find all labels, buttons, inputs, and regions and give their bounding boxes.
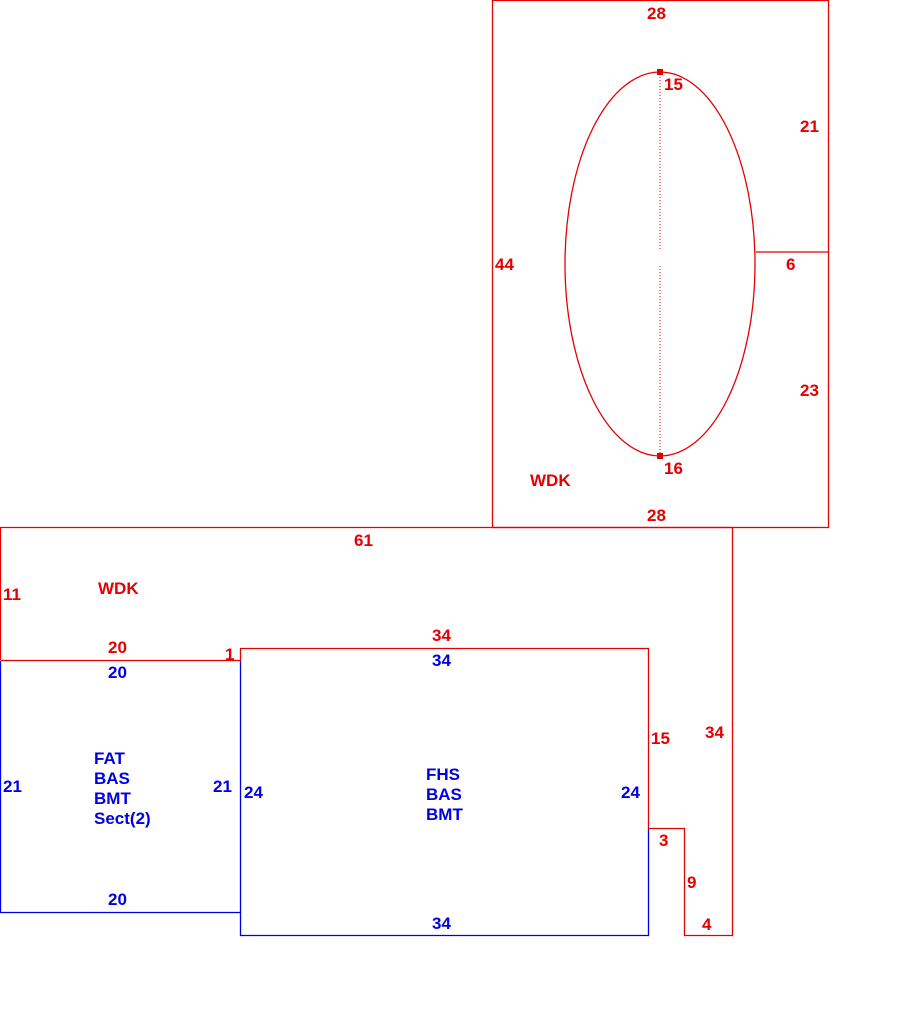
area-code: BAS bbox=[94, 769, 130, 788]
dim-label: 4 bbox=[702, 915, 712, 934]
area-code: BMT bbox=[426, 805, 463, 824]
dim-label: 24 bbox=[621, 783, 640, 802]
dim-label: 11 bbox=[3, 585, 21, 604]
dim-label: 23 bbox=[800, 381, 819, 400]
upper-deck[interactable]: 28 28 44 21 23 6 15 16 WDK bbox=[491, 0, 830, 529]
dim-label: 1 bbox=[225, 645, 234, 664]
dim-label: 34 bbox=[432, 651, 451, 670]
dim-label: 20 bbox=[108, 890, 127, 909]
area-fat-outline bbox=[0, 661, 242, 914]
area-fhs-outline bbox=[239, 829, 650, 937]
area-code: BMT bbox=[94, 789, 131, 808]
area-code: FHS bbox=[426, 765, 460, 784]
dim-label: 9 bbox=[687, 873, 696, 892]
dim-label: 28 bbox=[647, 4, 666, 23]
dim-label: 34 bbox=[432, 626, 451, 645]
upper-deck-outline bbox=[491, 0, 830, 529]
area-code: FAT bbox=[94, 749, 125, 768]
area-label: WDK bbox=[530, 471, 571, 490]
area-code: Sect(2) bbox=[94, 809, 151, 828]
dim-label: 61 bbox=[354, 531, 373, 550]
dim-label: 21 bbox=[800, 117, 819, 136]
dim-label: 34 bbox=[705, 723, 724, 742]
dim-label: 21 bbox=[3, 777, 22, 796]
dim-label: 21 bbox=[213, 777, 232, 796]
dim-label: 6 bbox=[786, 255, 795, 274]
dim-label: 24 bbox=[244, 783, 263, 802]
dim-label: 34 bbox=[432, 914, 451, 933]
area-fat[interactable]: 20 20 21 21 FAT BAS BMT Sect(2) bbox=[0, 661, 242, 914]
ellipse-top-handle[interactable] bbox=[657, 69, 663, 75]
dim-label: 44 bbox=[495, 255, 514, 274]
dim-label: 3 bbox=[659, 831, 668, 850]
lower-deck-outline bbox=[0, 526, 734, 937]
lower-deck[interactable]: 61 11 WDK 20 1 34 15 3 9 4 34 bbox=[0, 526, 734, 937]
area-code: BAS bbox=[426, 785, 462, 804]
dim-label: 20 bbox=[108, 663, 127, 682]
ellipse-bottom-handle[interactable] bbox=[657, 453, 663, 459]
area-fhs[interactable]: 34 34 24 24 FHS BAS BMT bbox=[239, 651, 650, 937]
dim-label: 15 bbox=[664, 75, 683, 94]
dim-label: 15 bbox=[651, 729, 670, 748]
dim-label: 20 bbox=[108, 638, 127, 657]
dim-label: 16 bbox=[664, 459, 683, 478]
area-label: WDK bbox=[98, 579, 139, 598]
dim-label: 28 bbox=[647, 506, 666, 525]
